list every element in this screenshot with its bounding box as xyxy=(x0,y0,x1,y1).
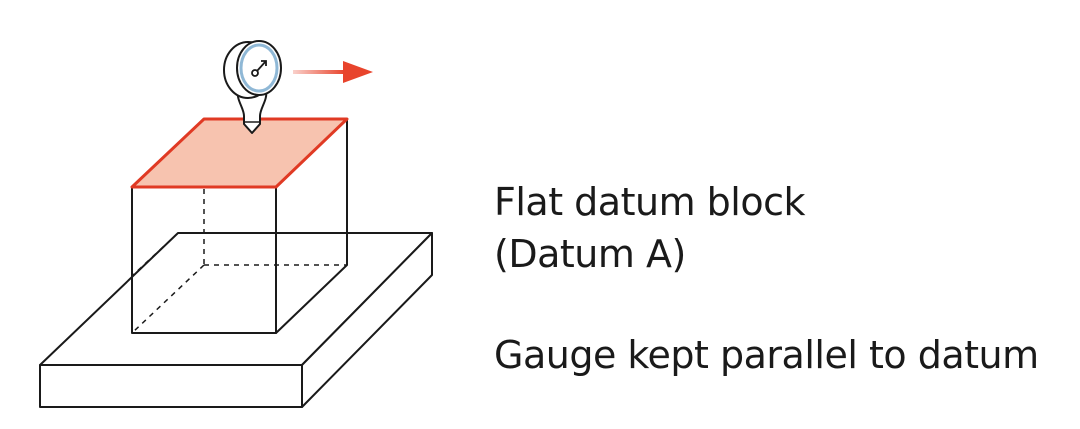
arrow-right-icon xyxy=(293,61,373,83)
gauge-needle xyxy=(251,60,267,77)
base-plate xyxy=(39,232,433,408)
dial-gauge-icon xyxy=(223,40,282,134)
gauge-note-label: Gauge kept parallel to datum xyxy=(494,333,1039,377)
block-title-label: Flat datum block xyxy=(494,180,806,224)
block-datum-label: (Datum A) xyxy=(494,232,686,276)
block-top-face-highlight xyxy=(130,117,349,189)
base-plate-side-face xyxy=(301,232,433,408)
base-plate-front-face xyxy=(39,364,303,408)
